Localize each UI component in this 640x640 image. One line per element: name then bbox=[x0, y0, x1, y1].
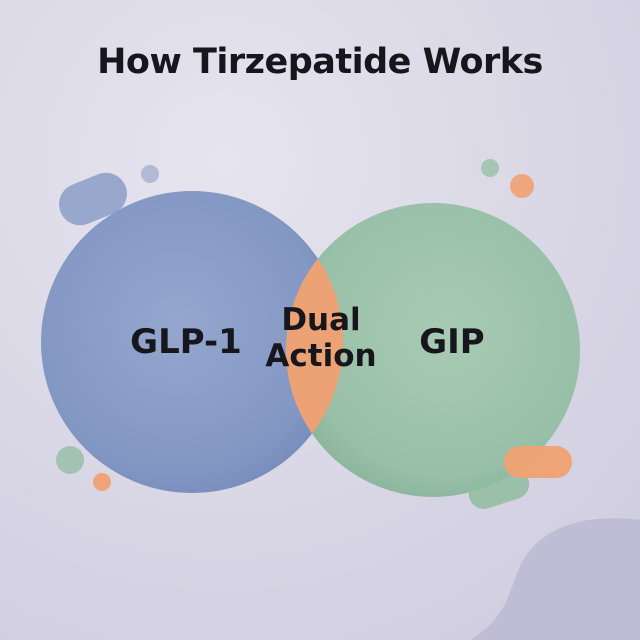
decorative-capsule bbox=[504, 446, 572, 478]
glp1-label: GLP-1 bbox=[130, 322, 242, 362]
gip-label: GIP bbox=[419, 322, 485, 362]
decorative-capsule bbox=[468, 469, 530, 509]
diagram-title: How Tirzepatide Works bbox=[97, 42, 543, 82]
dual-action-label: Dual Action bbox=[258, 302, 384, 374]
dual-action-line2: Action bbox=[265, 338, 377, 374]
decorative-capsule bbox=[59, 172, 127, 226]
decorative-dot bbox=[93, 473, 111, 491]
gip-circle bbox=[286, 203, 580, 497]
decorative-dot bbox=[510, 174, 534, 198]
decorative-dot bbox=[141, 165, 159, 183]
glp1-circle bbox=[41, 191, 343, 493]
dual-action-line1: Dual bbox=[281, 302, 361, 338]
decorative-dot bbox=[481, 159, 499, 177]
decorative-dot bbox=[56, 446, 84, 474]
decorative-blob bbox=[470, 518, 640, 640]
